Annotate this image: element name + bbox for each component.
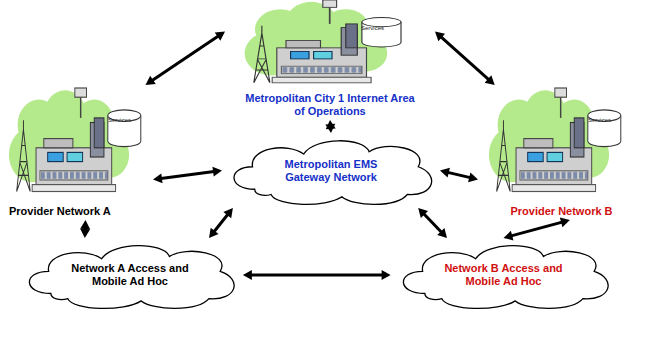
double-arrow [435,32,495,86]
arrow-head [153,173,163,183]
services-label: Services [588,117,611,124]
arrow-head [146,76,156,85]
city-facility [245,0,401,83]
provider-a-facility [9,88,141,192]
double-arrow [325,120,335,133]
node-label: Network B Access and Mobile Ad Hoc [433,262,573,288]
site-node: Provider Network B [478,85,645,220]
connector-line [152,36,218,81]
node-label: Metropolitan EMS Gateway Network [272,158,390,184]
arrow-head [485,75,495,85]
arrow-head [435,32,445,42]
connector-line [448,172,470,177]
double-arrow [146,32,226,86]
connector-line [511,222,562,236]
node-label: Provider Network B [510,205,612,218]
network-cloud: Network A Access and Mobile Ad Hoc [17,238,243,312]
arrow-head [437,228,447,238]
arrow-head [243,270,252,280]
arrow-head [440,168,450,178]
arrow-head [468,173,478,183]
connector-line [251,274,383,277]
site-node: Metropolitan City 1 Internet Area of Ope… [225,2,435,120]
double-arrow [418,208,447,238]
network-cloud: Network B Access and Mobile Ad Hoc [391,238,617,312]
node-label: Metropolitan City 1 Internet Area of Ope… [241,92,419,118]
arrow-head [80,220,90,229]
arrow-head [382,270,391,280]
arrow-head [560,218,570,228]
connector-line [214,214,228,231]
services-label: Services [361,25,384,32]
arrow-head [80,229,90,238]
double-arrow [440,168,478,183]
arrow-head [209,228,219,238]
arrow-head [215,32,225,41]
node-label: Network A Access and Mobile Ad Hoc [60,262,200,288]
arrow-head [326,120,336,129]
double-arrow [209,208,233,238]
arrow-head [418,208,428,218]
network-cloud: Metropolitan EMS Gateway Network [222,133,440,208]
arrow-head [223,208,233,218]
double-arrow [503,218,569,241]
services-label: Services [108,117,131,124]
connector-line [441,37,489,80]
connector-line [161,172,214,179]
arrow-head [212,167,222,177]
provider-b-facility [489,88,621,192]
arrow-head [503,231,513,241]
double-arrow [80,220,90,238]
double-arrow [243,270,391,280]
double-arrow [153,167,222,184]
node-label: Provider Network A [3,205,111,218]
site-node: Provider Network A [3,85,153,220]
connector-line [424,214,442,232]
